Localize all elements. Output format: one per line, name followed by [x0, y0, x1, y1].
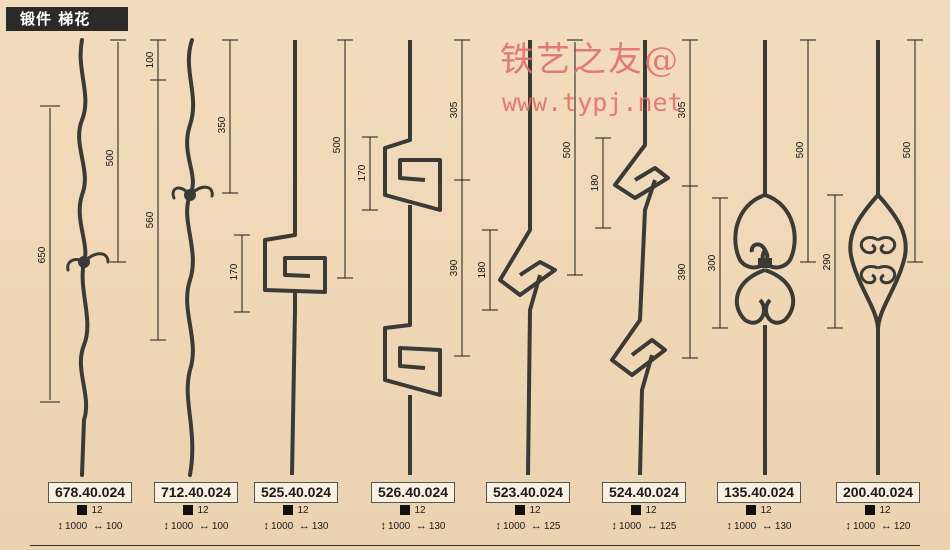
- vertical-arrow-icon: ↕: [611, 520, 618, 532]
- item-width: 130: [774, 521, 792, 532]
- item-card: 523.40.024 12 ↕1000 ↔125: [472, 482, 584, 533]
- dim-200-a: 500: [902, 141, 913, 158]
- vertical-arrow-icon: ↕: [495, 520, 502, 532]
- dim-135-b: 300: [707, 254, 718, 271]
- item-section: 12: [91, 505, 103, 516]
- dim-524-b: 180: [590, 174, 601, 191]
- square-section-icon: [515, 505, 526, 516]
- dim-678-a: 500: [105, 149, 116, 166]
- item-width: 100: [211, 521, 229, 532]
- square-section-icon: [400, 505, 411, 516]
- item-card: 524.40.024 12 ↕1000 ↔125: [588, 482, 700, 533]
- item-code: 523.40.024: [485, 482, 571, 503]
- square-section-icon: [183, 505, 194, 516]
- item-section: 12: [197, 505, 209, 516]
- item-code: 525.40.024: [253, 482, 339, 503]
- item-width: 120: [893, 521, 911, 532]
- dim-678-b: 650: [37, 246, 48, 263]
- vertical-arrow-icon: ↕: [726, 520, 733, 532]
- dim-525-a: 500: [332, 136, 343, 153]
- horizontal-arrow-icon: ↔: [198, 520, 210, 532]
- item-code: 712.40.024: [153, 482, 239, 503]
- horizontal-arrow-icon: ↔: [92, 520, 104, 532]
- baluster-200: [848, 40, 908, 475]
- dim-712-b: 350: [217, 116, 228, 133]
- dim-526-a: 305: [449, 101, 460, 118]
- item-length: 1000: [65, 521, 88, 532]
- horizontal-arrow-icon: ↔: [880, 520, 892, 532]
- vertical-arrow-icon: ↕: [380, 520, 387, 532]
- item-length: 1000: [503, 521, 526, 532]
- vertical-arrow-icon: ↕: [57, 520, 64, 532]
- dimension-lines: [40, 39, 923, 403]
- baluster-712: [171, 38, 214, 477]
- baluster-523: [498, 40, 557, 476]
- baluster-524: [610, 40, 670, 476]
- item-width: 130: [428, 521, 446, 532]
- horizontal-arrow-icon: ↔: [415, 520, 427, 532]
- item-section: 12: [879, 505, 891, 516]
- square-section-icon: [283, 505, 294, 516]
- baluster-526: [383, 40, 442, 475]
- dim-523-a: 500: [562, 141, 573, 158]
- item-section: 12: [297, 505, 309, 516]
- dim-524-c: 390: [677, 263, 688, 280]
- item-length: 1000: [388, 521, 411, 532]
- bottom-divider: [30, 545, 920, 546]
- item-width: 125: [543, 521, 561, 532]
- item-length: 1000: [853, 521, 876, 532]
- dimension-labels: 500 650 100 350 560 500 170 305 170 390 …: [37, 51, 913, 280]
- item-card: 526.40.024 12 ↕1000 ↔130: [357, 482, 469, 533]
- item-code: 526.40.024: [370, 482, 456, 503]
- dim-200-b: 290: [822, 253, 833, 270]
- dim-525-b: 170: [229, 263, 240, 280]
- dim-523-b: 180: [477, 261, 488, 278]
- item-code: 524.40.024: [601, 482, 687, 503]
- item-card: 678.40.024 12 ↕1000 ↔100: [34, 482, 146, 533]
- item-length: 1000: [734, 521, 757, 532]
- item-card: 200.40.024 12 ↕1000 ↔120: [822, 482, 934, 533]
- vertical-arrow-icon: ↕: [163, 520, 170, 532]
- item-card: 712.40.024 12 ↕1000 ↔100: [140, 482, 252, 533]
- watermark-url: www.typj.net: [502, 88, 683, 117]
- horizontal-arrow-icon: ↔: [646, 520, 658, 532]
- item-section: 12: [645, 505, 657, 516]
- dim-712-a: 100: [145, 51, 156, 68]
- dim-524-a: 305: [677, 101, 688, 118]
- item-width: 100: [105, 521, 123, 532]
- baluster-525: [263, 40, 327, 476]
- horizontal-arrow-icon: ↔: [298, 520, 310, 532]
- watermark-title: 铁艺之友@: [500, 40, 680, 80]
- item-length: 1000: [271, 521, 294, 532]
- horizontal-arrow-icon: ↔: [530, 520, 542, 532]
- square-section-icon: [746, 505, 757, 516]
- square-section-icon: [631, 505, 642, 516]
- item-width: 130: [311, 521, 329, 532]
- square-section-icon: [77, 505, 88, 516]
- header-title: 锻件 梯花: [6, 7, 128, 31]
- vertical-arrow-icon: ↕: [845, 520, 852, 532]
- item-section: 12: [760, 505, 772, 516]
- item-code: 678.40.024: [47, 482, 133, 503]
- dim-526-b: 170: [357, 164, 368, 181]
- horizontal-arrow-icon: ↔: [761, 520, 773, 532]
- item-card: 525.40.024 12 ↕1000 ↔130: [240, 482, 352, 533]
- dim-712-c: 560: [145, 211, 156, 228]
- baluster-678: [66, 38, 110, 477]
- item-length: 1000: [171, 521, 194, 532]
- item-code: 135.40.024: [716, 482, 802, 503]
- vertical-arrow-icon: ↕: [263, 520, 270, 532]
- dim-526-c: 390: [449, 259, 460, 276]
- baluster-135: [733, 40, 797, 475]
- item-card: 135.40.024 12 ↕1000 ↔130: [703, 482, 815, 533]
- item-section: 12: [529, 505, 541, 516]
- item-code: 200.40.024: [835, 482, 921, 503]
- item-width: 125: [659, 521, 677, 532]
- dim-135-a: 500: [795, 141, 806, 158]
- item-length: 1000: [619, 521, 642, 532]
- item-section: 12: [414, 505, 426, 516]
- square-section-icon: [865, 505, 876, 516]
